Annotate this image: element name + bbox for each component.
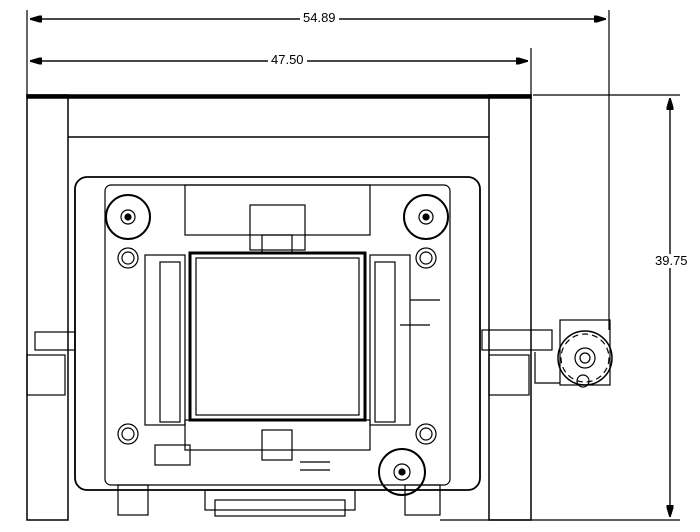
outer-frame — [26, 94, 532, 521]
side-fittings — [26, 329, 553, 396]
machine-body — [74, 176, 481, 517]
rollers — [105, 194, 449, 496]
overall-width-dimension: 54.89 — [300, 11, 339, 25]
height-dimension: 39.75 — [652, 254, 691, 268]
drive-motor — [534, 319, 613, 388]
frame-width-dimension: 47.50 — [268, 53, 307, 67]
